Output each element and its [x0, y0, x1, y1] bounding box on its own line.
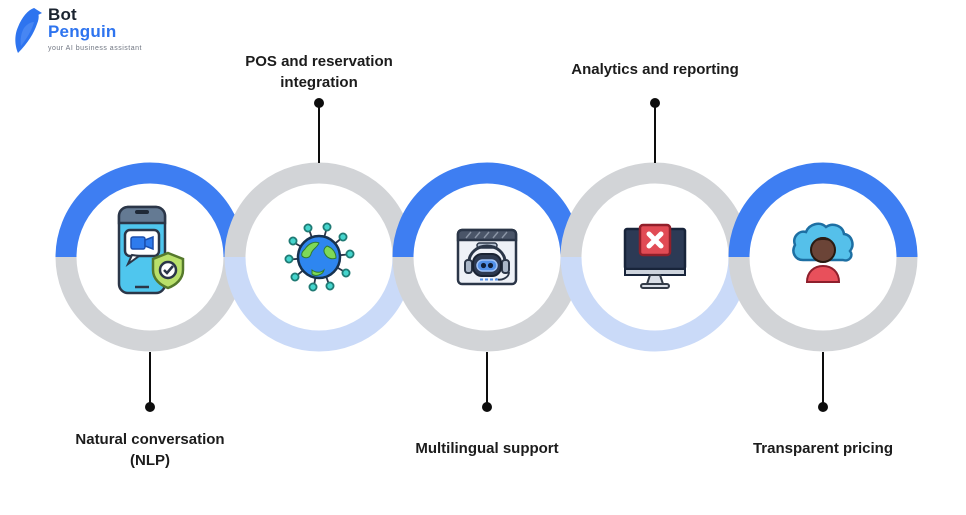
progress-ring [392, 162, 582, 352]
feature-node-pos-integration: POS and reservation integration [209, 0, 429, 515]
phone-video-chat-shield-icon [117, 205, 185, 295]
connector-dot [314, 98, 324, 108]
brand-name-bot: Bot [48, 5, 77, 24]
connector-dot [482, 402, 492, 412]
connector-line [318, 107, 320, 163]
brand-tagline: your AI business assistant [48, 45, 142, 52]
feature-label: Multilingual support [415, 440, 559, 457]
progress-ring [728, 162, 918, 352]
connector-dot [145, 402, 155, 412]
feature-label: Transparent pricing [752, 440, 894, 457]
chatbot-headset-icon [456, 228, 518, 286]
feature-label: POS and reservation integration [245, 53, 393, 91]
connector-dot [818, 402, 828, 412]
monitor-error-icon [623, 223, 687, 289]
brand-logo: Bot Penguin your AI business assistant [10, 6, 142, 56]
feature-label: Analytics and reporting [571, 61, 739, 78]
connector-line [149, 352, 151, 404]
feature-node-analytics: Analytics and reporting [545, 0, 765, 515]
globe-network-icon [284, 222, 355, 292]
connector-line [654, 107, 656, 163]
progress-ring [560, 162, 750, 352]
brand-name-penguin: Penguin [48, 22, 117, 41]
connector-dot [650, 98, 660, 108]
person-cloud-icon [792, 222, 854, 283]
feature-label: Natural conversation (NLP) [75, 431, 225, 469]
connector-line [822, 352, 824, 404]
feature-node-pricing: Transparent pricing [713, 0, 933, 515]
progress-ring [224, 162, 414, 352]
feature-node-multilingual: Multilingual support [377, 0, 597, 515]
progress-ring [55, 162, 245, 352]
penguin-icon [15, 8, 42, 53]
connector-line [486, 352, 488, 404]
brand-name: Bot Penguin your AI business assistant [48, 6, 142, 52]
feature-node-nlp: Natural conversation (NLP) [40, 0, 260, 515]
